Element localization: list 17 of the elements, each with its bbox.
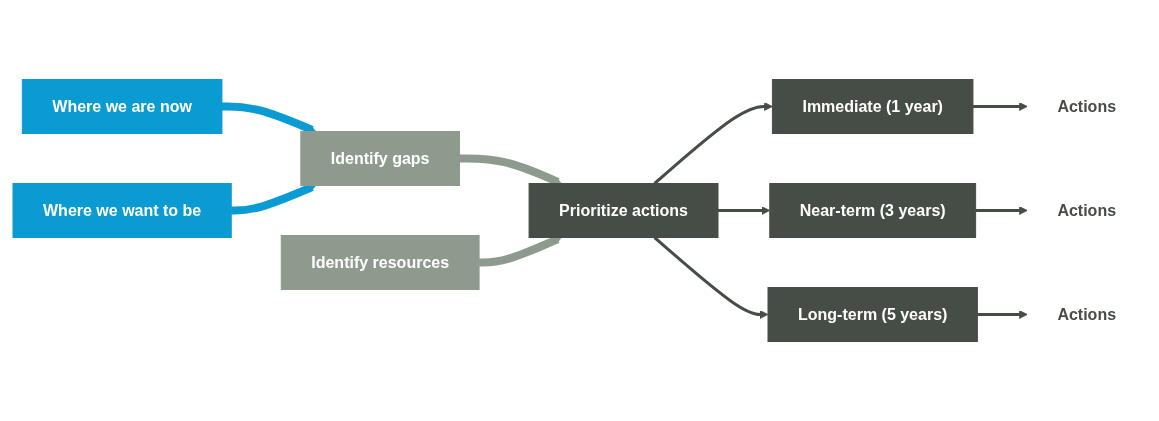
node-text: Actions <box>1057 305 1117 323</box>
node-box: Where we are now <box>21 79 223 134</box>
node-box: Where we want to be <box>12 183 232 238</box>
arrow <box>717 206 771 215</box>
arrow <box>653 236 769 319</box>
node-box: Near-term (3 years) <box>769 183 977 238</box>
node-box: Identify resources <box>280 235 480 290</box>
arrow <box>977 310 1028 319</box>
node-text: Actions <box>1057 97 1117 115</box>
node-box: Prioritize actions <box>528 183 719 238</box>
node-box: Long-term (5 years) <box>767 287 978 342</box>
node-box: Immediate (1 year) <box>771 79 974 134</box>
arrow <box>972 102 1028 111</box>
arrow <box>975 206 1028 215</box>
node-box: Identify gaps <box>300 131 460 186</box>
arrow <box>653 102 773 185</box>
node-text: Actions <box>1057 201 1117 219</box>
